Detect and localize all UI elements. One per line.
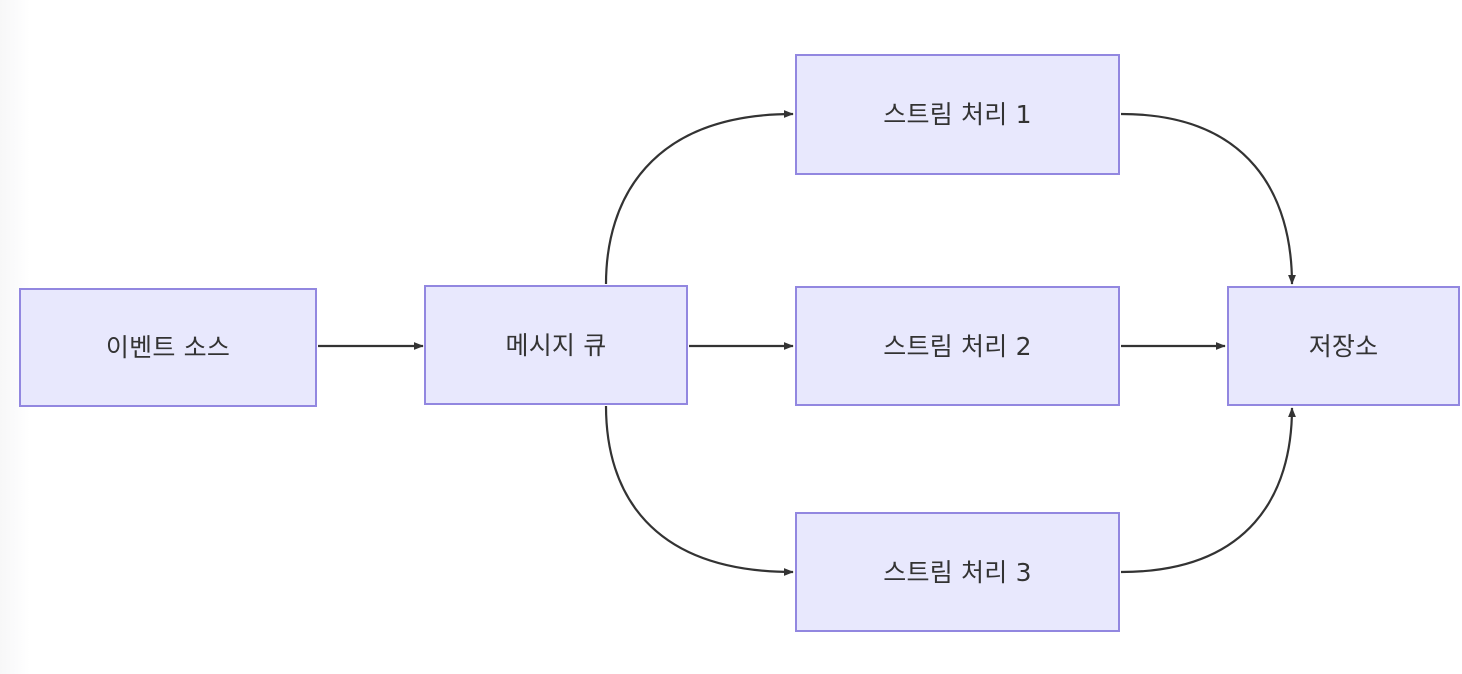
node-message-queue-label: 메시지 큐 <box>505 330 607 360</box>
edge-message-queue-to-stream-1 <box>604 110 794 285</box>
edge-message-queue-to-stream-3 <box>604 405 794 576</box>
node-storage[interactable]: 저장소 <box>1227 286 1460 406</box>
edge-stream-3-to-storage <box>1120 407 1296 574</box>
node-event-source[interactable]: 이벤트 소스 <box>19 288 317 407</box>
node-message-queue[interactable]: 메시지 큐 <box>424 285 688 405</box>
node-stream-processing-1[interactable]: 스트림 처리 1 <box>795 54 1120 175</box>
node-storage-label: 저장소 <box>1308 331 1379 361</box>
node-event-source-label: 이벤트 소스 <box>105 333 231 362</box>
edge-stream-1-to-storage <box>1120 112 1296 285</box>
node-stream-processing-3[interactable]: 스트림 처리 3 <box>795 512 1120 632</box>
node-stream-processing-2-label: 스트림 처리 2 <box>883 331 1032 361</box>
node-stream-processing-3-label: 스트림 처리 3 <box>883 557 1032 587</box>
node-stream-processing-2[interactable]: 스트림 처리 2 <box>795 286 1120 406</box>
node-stream-processing-1-label: 스트림 처리 1 <box>883 100 1032 129</box>
